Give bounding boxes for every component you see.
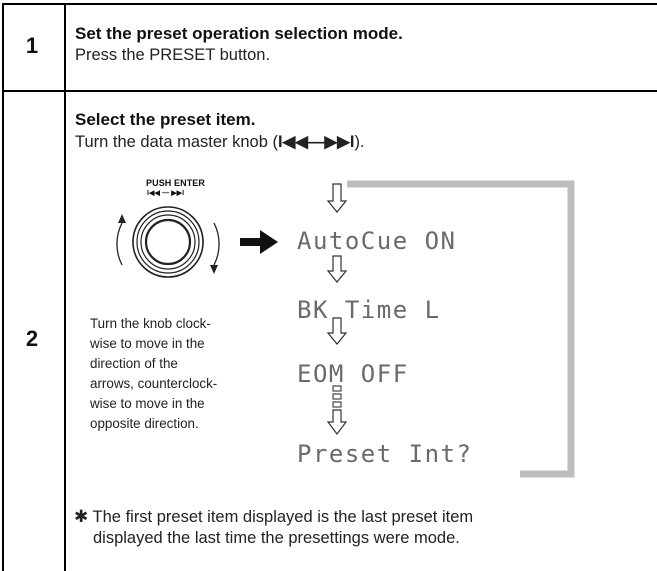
step-2-instruction-text: Turn the data master knob ( xyxy=(75,133,278,151)
display-item-eom: EOM OFF xyxy=(297,360,409,388)
row-divider xyxy=(2,90,657,92)
down-arrow-icon xyxy=(326,409,348,435)
step-2-instruction-end: ). xyxy=(354,133,365,151)
step-2-instruction: Turn the data master knob (I◀◀—▶▶I). xyxy=(75,132,365,152)
cycle-loop-diagram xyxy=(326,180,575,478)
caption-line: wise to move in the xyxy=(90,396,205,411)
ellipsis-dashes-icon xyxy=(332,385,342,408)
step-1-number: 1 xyxy=(25,33,39,58)
asterisk-icon: ✱ xyxy=(74,507,89,526)
footnote: ✱ The first preset item displayed is the… xyxy=(74,506,649,549)
display-item-autocue: AutoCue ON xyxy=(297,227,457,255)
display-item-preset-int: Preset Int? xyxy=(297,440,473,468)
caption-line: Turn the knob clock- xyxy=(90,316,211,331)
push-enter-label: PUSH ENTER xyxy=(146,178,206,188)
right-arrow-icon xyxy=(240,230,278,254)
footnote-text-1: The first preset item displayed is the l… xyxy=(92,508,474,526)
caption-line: direction of the xyxy=(90,356,178,371)
down-arrow-icon xyxy=(326,317,348,345)
display-item-bk-time: BK Time L xyxy=(297,296,441,324)
footnote-line-1: ✱ The first preset item displayed is the… xyxy=(74,506,649,528)
table-left-border xyxy=(2,3,4,571)
caption-line: wise to move in the xyxy=(90,336,205,351)
footnote-line-2: displayed the last time the presettings … xyxy=(93,529,460,547)
skip-symbol: I◀◀—▶▶I xyxy=(278,133,355,151)
step-1-title: Set the preset operation selection mode. xyxy=(75,24,403,43)
step-1-instruction: Press the PRESET button. xyxy=(75,46,271,64)
data-master-knob-icon xyxy=(116,206,220,278)
table-top-border xyxy=(2,3,657,5)
caption-line: opposite direction. xyxy=(90,416,199,431)
step-2-number: 2 xyxy=(25,326,39,351)
down-arrow-icon xyxy=(326,183,348,213)
knob-skip-label: I◀◀ — ▶▶I xyxy=(147,190,185,197)
down-arrow-icon xyxy=(326,255,348,283)
caption-line: arrows, counterclock- xyxy=(90,376,218,391)
step-2-title: Select the preset item. xyxy=(75,110,256,129)
knob-caption: Turn the knob clock- wise to move in the… xyxy=(90,314,217,434)
column-divider xyxy=(64,3,66,571)
